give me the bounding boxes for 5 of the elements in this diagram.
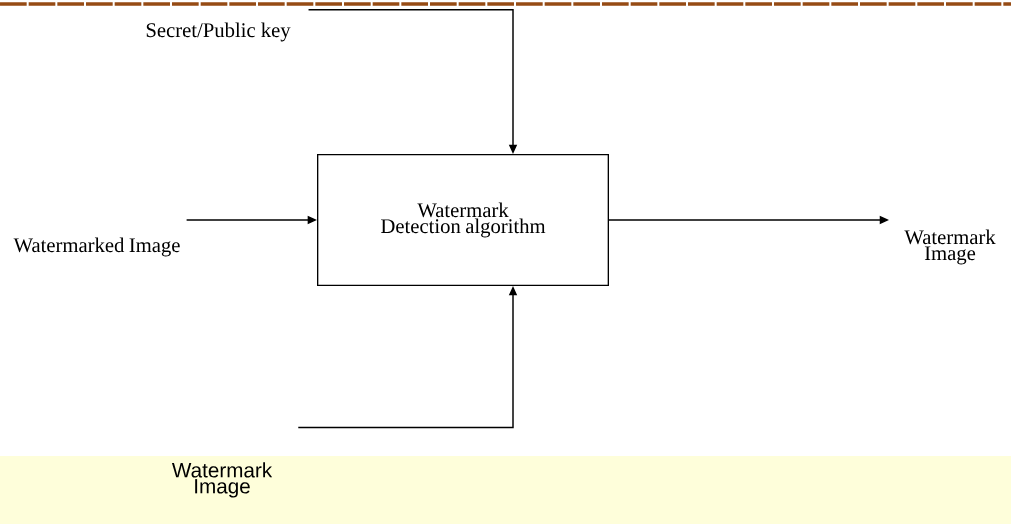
input-label: Watermark Image: [171, 462, 273, 498]
output-label: Watermark Image: [904, 229, 996, 265]
input-label: Secret/Public key: [146, 22, 291, 42]
process-box: Watermark Detection algorithm: [317, 154, 609, 286]
input-label: Watermarked Image: [13, 237, 180, 257]
